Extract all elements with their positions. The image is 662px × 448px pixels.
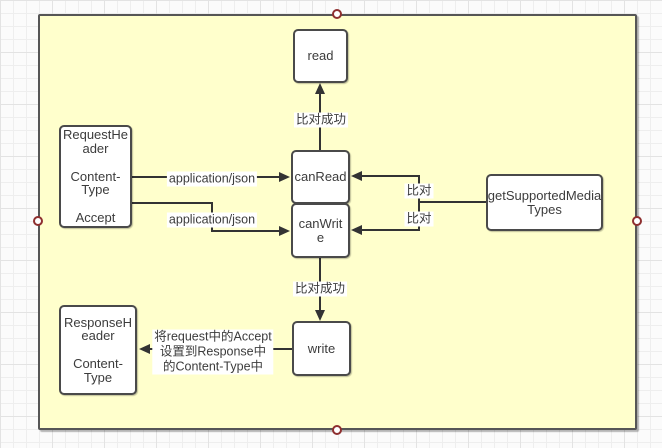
resize-handle-bottom[interactable] <box>332 425 342 435</box>
edge-label-application-json-bottom[interactable]: application/json <box>166 212 258 228</box>
arrowhead-right <box>279 226 290 236</box>
arrowhead-left <box>139 344 150 354</box>
edge-label-compare-success-bottom[interactable]: 比对成功 <box>292 281 348 297</box>
arrowhead-up <box>315 83 325 94</box>
edge-label-compare-success-top[interactable]: 比对成功 <box>293 112 349 128</box>
resize-handle-top[interactable] <box>332 9 342 19</box>
edge-getsupported-canread-line[interactable] <box>362 175 419 177</box>
node-write[interactable]: write <box>292 321 351 376</box>
arrowhead-left <box>351 171 362 181</box>
edge-getsupported-canwrite-line[interactable] <box>362 229 419 231</box>
edge-label-write-to-response[interactable]: 将request中的Accept 设置到Response中 的Content-T… <box>152 329 274 375</box>
arrowhead-down <box>315 310 325 321</box>
edge-getsupported-branch-v[interactable] <box>418 175 420 231</box>
node-canwrite[interactable]: canWrit e <box>291 203 350 258</box>
edge-request-canwrite-line-h2[interactable] <box>211 230 280 232</box>
resize-handle-right[interactable] <box>632 216 642 226</box>
node-response-header[interactable]: ResponseH eader Content- Type <box>59 305 137 395</box>
edge-label-application-json-top[interactable]: application/json <box>166 171 258 187</box>
node-getsupportedmediatypes[interactable]: getSupportedMedia Types <box>486 174 603 231</box>
node-read[interactable]: read <box>293 29 348 83</box>
edge-getsupported-main-line[interactable] <box>419 201 487 203</box>
arrowhead-left <box>351 225 362 235</box>
edge-label-compare-canwrite[interactable]: 比对 <box>404 211 434 227</box>
node-canread[interactable]: canRead <box>291 150 350 204</box>
arrowhead-right <box>279 172 290 182</box>
edge-request-canwrite-line-h1[interactable] <box>132 202 212 204</box>
edge-label-compare-canread[interactable]: 比对 <box>404 183 434 199</box>
node-request-header[interactable]: RequestHe ader Content- Type Accept <box>59 125 132 228</box>
resize-handle-left[interactable] <box>33 216 43 226</box>
